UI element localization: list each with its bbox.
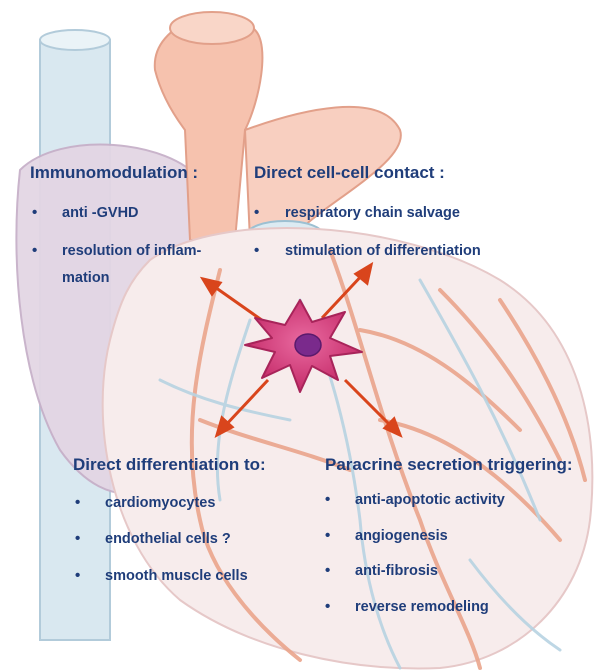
bullet-icon: • xyxy=(325,598,330,615)
bullet-icon: • xyxy=(254,242,259,259)
nucleus-icon xyxy=(295,334,321,356)
paracrine-item-angiogenesis: angiogenesis xyxy=(355,528,448,544)
paracrine-item-remodeling: reverse remodeling xyxy=(355,599,489,615)
paracrine-item-anti-apoptotic: anti-apoptotic activity xyxy=(355,492,505,508)
bullet-icon: • xyxy=(325,562,330,579)
differentiation-heading: Direct differentiation to: xyxy=(73,455,266,475)
contact-item-stimulation: stimulation of differentiation xyxy=(285,243,481,259)
immuno-item-resolution-cont: mation xyxy=(62,270,110,286)
bullet-icon: • xyxy=(254,204,259,221)
bullet-icon: • xyxy=(325,491,330,508)
diff-item-endothelial: endothelial cells ? xyxy=(105,531,231,547)
immuno-item-resolution: resolution of inflam- xyxy=(62,243,201,259)
bullet-icon: • xyxy=(75,530,80,547)
bullet-icon: • xyxy=(75,567,80,584)
contact-heading: Direct cell-cell contact : xyxy=(254,163,445,183)
diff-item-cardiomyocytes: cardiomyocytes xyxy=(105,495,215,511)
bullet-icon: • xyxy=(32,242,37,259)
paracrine-heading: Paracrine secretion triggering: xyxy=(325,455,573,475)
immunomodulation-heading: Immunomodulation : xyxy=(30,163,198,183)
contact-item-respiratory: respiratory chain salvage xyxy=(285,205,460,221)
bullet-icon: • xyxy=(325,527,330,544)
diff-item-smooth-muscle: smooth muscle cells xyxy=(105,568,248,584)
immuno-item-anti-gvhd: anti -GVHD xyxy=(62,205,139,221)
bullet-icon: • xyxy=(75,494,80,511)
bullet-icon: • xyxy=(32,204,37,221)
paracrine-item-anti-fibrosis: anti-fibrosis xyxy=(355,563,438,579)
